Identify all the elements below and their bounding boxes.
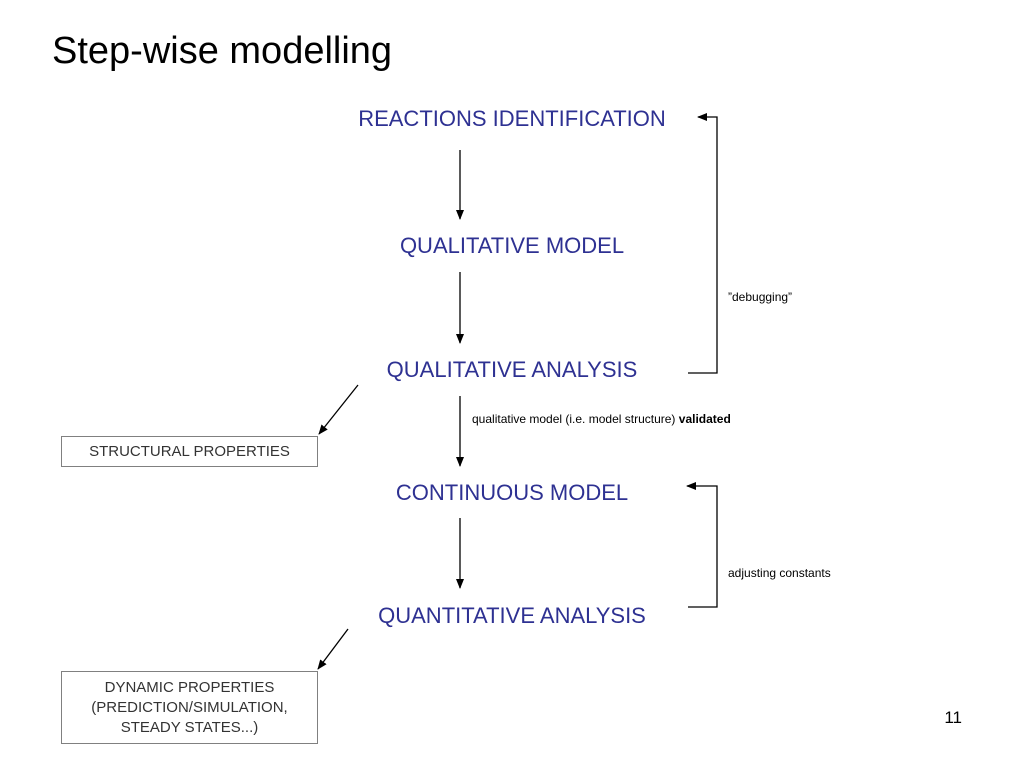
stage-qualitative-model: QUALITATIVE MODEL <box>399 233 625 258</box>
page-number: 11 <box>944 708 962 727</box>
arrow-to-dynamic-properties <box>317 628 349 670</box>
dynamic-properties-line3: STEADY STATES...) <box>120 718 259 736</box>
adjusting-constants-feedback-arrow <box>686 482 718 608</box>
dynamic-properties-line2: (PREDICTION/SIMULATION, <box>91 698 288 716</box>
stage-reactions-identification: REACTIONS IDENTIFICATION <box>358 106 666 131</box>
structural-properties-box: STRUCTURAL PROPERTIES <box>61 436 318 467</box>
debugging-feedback-arrow <box>688 113 718 374</box>
structural-properties-label: STRUCTURAL PROPERTIES <box>89 442 290 460</box>
stage-quantitative-analysis: QUANTITATIVE ANALYSIS <box>378 603 646 628</box>
slide-title: Step-wise modelling <box>52 30 393 72</box>
dynamic-properties-line1: DYNAMIC PROPERTIES <box>104 678 275 696</box>
arrow-to-structural-properties <box>318 384 359 435</box>
note-validated-bold: validated <box>678 412 731 426</box>
stage-continuous-model: CONTINUOUS MODEL <box>395 480 629 505</box>
dynamic-properties-box: DYNAMIC PROPERTIES (PREDICTION/SIMULATIO… <box>61 671 318 744</box>
stage-qualitative-analysis: QUALITATIVE ANALYSIS <box>386 357 638 382</box>
note-adjusting-constants: adjusting constants <box>728 566 831 580</box>
note-debugging: ”debugging” <box>728 290 793 304</box>
note-model-validated: qualitative model (i.e. model structure)… <box>472 412 731 426</box>
note-validated-prefix: qualitative model (i.e. model structure) <box>472 412 679 426</box>
